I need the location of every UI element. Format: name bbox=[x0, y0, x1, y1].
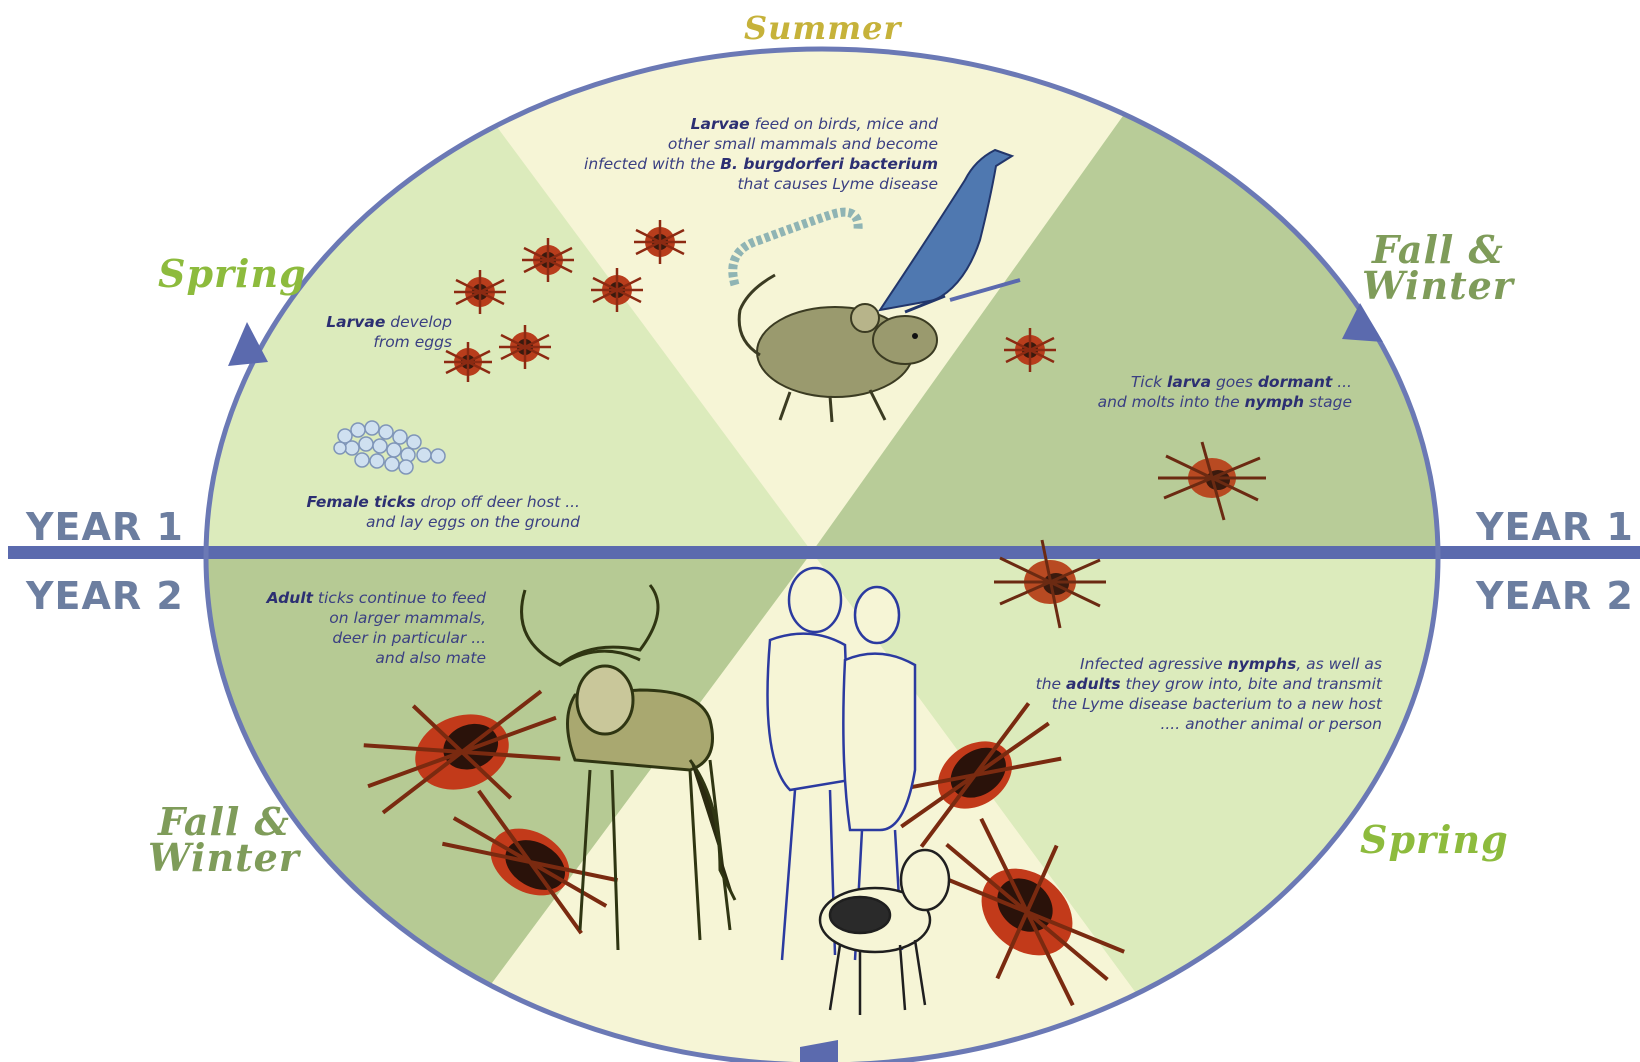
note-line: the Lyme disease bacterium to a new host bbox=[966, 694, 1382, 714]
note-text: and molts into the bbox=[1098, 393, 1245, 411]
note-line: Tick larva goes dormant ... bbox=[1020, 372, 1352, 392]
note-text: that causes Lyme disease bbox=[737, 175, 938, 193]
note-emphasis: nymphs bbox=[1228, 655, 1297, 673]
season-fall-winter-year1: Fall & Winter bbox=[1362, 232, 1514, 304]
note-line: on larger mammals, bbox=[200, 608, 486, 628]
note-line: from eggs bbox=[280, 332, 452, 352]
note-text: , as well as bbox=[1296, 655, 1382, 673]
note-text: and lay eggs on the ground bbox=[366, 513, 580, 531]
note-line: infected with the B. burgdorferi bacteri… bbox=[520, 154, 938, 174]
note-line: Infected agressive nymphs, as well as bbox=[966, 654, 1382, 674]
note-line: Larvae feed on birds, mice and bbox=[520, 114, 938, 134]
note-line: .... another animal or person bbox=[966, 714, 1382, 734]
note-text: .... another animal or person bbox=[1160, 715, 1382, 733]
note-text: infected with the bbox=[584, 155, 720, 173]
note-emphasis: larva bbox=[1167, 373, 1211, 391]
year-divider bbox=[8, 546, 1640, 559]
note-emphasis: dormant bbox=[1258, 373, 1332, 391]
note-text: and also mate bbox=[375, 649, 486, 667]
note-line: deer in particular ... bbox=[200, 628, 486, 648]
note-text: goes bbox=[1211, 373, 1258, 391]
note-text: other small mammals and become bbox=[668, 135, 938, 153]
note-emphasis: adults bbox=[1066, 675, 1121, 693]
note-line: the adults they grow into, bite and tran… bbox=[966, 674, 1382, 694]
note-text: Tick bbox=[1131, 373, 1167, 391]
note-text: develop bbox=[385, 313, 452, 331]
note-text: the Lyme disease bacterium to a new host bbox=[1052, 695, 1382, 713]
note-line: Larvae develop bbox=[280, 312, 452, 332]
note-emphasis: nymph bbox=[1245, 393, 1304, 411]
note-line: Female ticks drop off deer host ... bbox=[240, 492, 580, 512]
note-text: ... bbox=[1332, 373, 1352, 391]
note-line: other small mammals and become bbox=[520, 134, 938, 154]
note-line: and also mate bbox=[200, 648, 486, 668]
note-text: on larger mammals, bbox=[329, 609, 486, 627]
note-text: feed on birds, mice and bbox=[750, 115, 938, 133]
note-text: from eggs bbox=[373, 333, 452, 351]
season-spring-year2: Spring bbox=[1360, 822, 1509, 858]
note-emphasis: Larvae bbox=[326, 313, 385, 331]
note-text: the bbox=[1036, 675, 1066, 693]
year-label-right-top: YEAR 1 bbox=[1476, 505, 1634, 549]
season-spring-year1: Spring bbox=[158, 256, 307, 292]
season-fall-winter-year2: Fall & Winter bbox=[148, 804, 300, 876]
note-larva-dormant: Tick larva goes dormant ...and molts int… bbox=[1020, 372, 1352, 412]
season-summer: Summer bbox=[744, 10, 901, 46]
note-line: that causes Lyme disease bbox=[520, 174, 938, 194]
note-text: they grow into, bite and transmit bbox=[1121, 675, 1382, 693]
note-female-ticks: Female ticks drop off deer host ...and l… bbox=[240, 492, 580, 532]
note-line: Adult ticks continue to feed bbox=[200, 588, 486, 608]
year-label-left-top: YEAR 1 bbox=[26, 505, 184, 549]
note-emphasis: Female ticks bbox=[306, 493, 415, 511]
note-emphasis: Larvae bbox=[691, 115, 750, 133]
note-emphasis: Adult bbox=[267, 589, 313, 607]
season-fall-winter-year1-line2: Winter bbox=[1362, 268, 1514, 304]
note-text: deer in particular ... bbox=[332, 629, 486, 647]
note-text: Infected agressive bbox=[1080, 655, 1228, 673]
year-label-right-bottom: YEAR 2 bbox=[1476, 574, 1634, 618]
note-text: ticks continue to feed bbox=[313, 589, 486, 607]
note-text: stage bbox=[1304, 393, 1352, 411]
note-line: and lay eggs on the ground bbox=[240, 512, 580, 532]
note-line: and molts into the nymph stage bbox=[1020, 392, 1352, 412]
note-text: drop off deer host ... bbox=[416, 493, 580, 511]
note-emphasis: B. burgdorferi bacterium bbox=[720, 155, 938, 173]
year-label-left-bottom: YEAR 2 bbox=[26, 574, 184, 618]
season-fall-winter-year2-line2: Winter bbox=[148, 840, 300, 876]
